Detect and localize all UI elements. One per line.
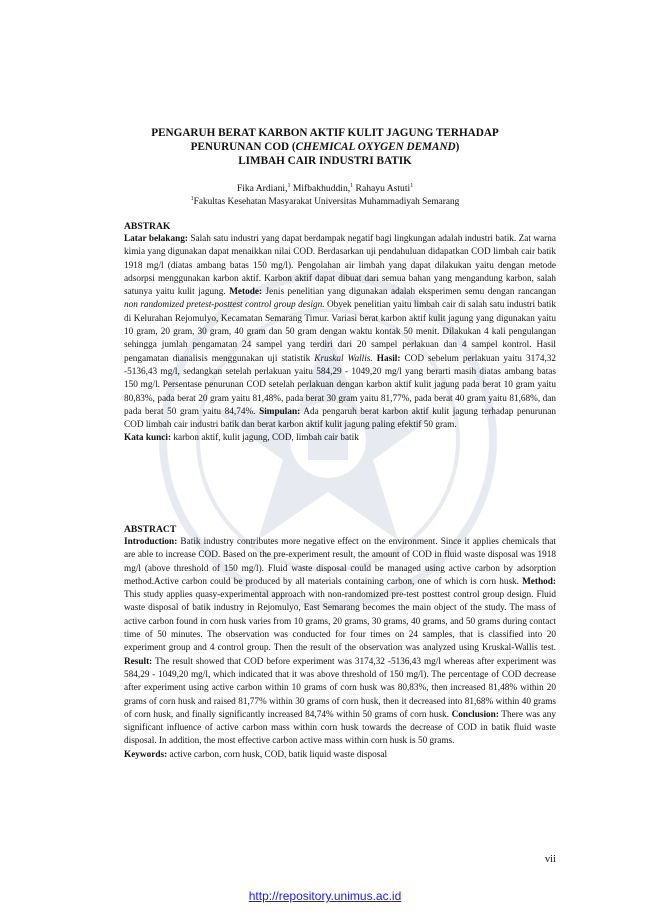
abstrak-heading: ABSTRAK [124, 221, 171, 232]
paper-title: PENGARUH BERAT KARBON AKTIF KULIT JAGUNG… [100, 126, 550, 168]
kata-kunci-text: karbon aktif, kulit jagung, COD, limbah … [171, 433, 359, 444]
metode-text-1: Jenis penelitian yang digunakan adalah e… [262, 287, 557, 298]
title-line-2-post: ) [455, 141, 460, 153]
abstract-section: ABSTRACT Introduction: Batik industry co… [124, 523, 556, 762]
title-line-3: LIMBAH CAIR INDUSTRI BATIK [238, 155, 412, 167]
abstract-heading: ABSTRACT [124, 524, 177, 535]
author-list: Fika Ardiani,1 Mifbakhuddin,1 Rahayu Ast… [100, 182, 550, 195]
conclusion-label: Conclusion: [448, 709, 499, 720]
abstrak-body: Latar belakang: Salah satu industri yang… [124, 233, 556, 432]
conclusion-text: There was any significant influence of a… [124, 709, 556, 747]
abstrak-section: ABSTRAK Latar belakang: Salah satu indus… [124, 220, 556, 446]
hasil-label: Hasil: [372, 353, 401, 364]
result-text: The result showed that COD before experi… [124, 656, 556, 720]
metode-design-italic: non randomized pretest-posttest control … [124, 300, 325, 311]
author-1: Fika Ardiani, [236, 183, 288, 194]
kata-kunci: Kata kunci: karbon aktif, kulit jagung, … [124, 432, 556, 445]
keywords-label: Keywords: [124, 749, 168, 760]
abstract-body: Introduction: Batik industry contributes… [124, 536, 556, 749]
introduction-label: Introduction: [124, 537, 178, 547]
affiliation: 1Fakultas Kesehatan Masyarakat Universit… [100, 196, 550, 209]
introduction-text: Batik industry contributes more negative… [124, 537, 556, 587]
affiliation-text: Fakultas Kesehatan Masyarakat Universita… [193, 197, 460, 207]
metode-text-2: Obyek penelitian yaitu limbah cair di sa… [124, 300, 556, 364]
hasil-text: COD sebelum perlakuan yaitu 3174,32 -513… [124, 353, 557, 417]
simpulan-text: Ada pengaruh berat karbon aktif kulit ja… [124, 406, 556, 431]
kata-kunci-label: Kata kunci: [124, 433, 172, 444]
result-label: Result: [124, 656, 153, 667]
keywords-text: active carbon, corn husk, COD, batik liq… [167, 749, 388, 760]
page-number: vii [544, 854, 556, 865]
metode-test-italic: Kruskal Wallis. [314, 353, 373, 364]
latar-text: Salah satu industri yang dapat berdampak… [124, 234, 556, 298]
keywords: Keywords: active carbon, corn husk, COD,… [124, 749, 556, 762]
title-line-2-italic: CHEMICAL OXYGEN DEMAND [295, 141, 456, 153]
simpulan-label: Simpulan: [255, 406, 301, 417]
method-label: Method: [518, 576, 556, 587]
affiliation-sup: 1 [190, 195, 194, 202]
repository-link[interactable]: http://repository.unimus.ac.id [248, 889, 402, 903]
author-2: Mifbakhuddin, [290, 183, 351, 194]
latar-label: Latar belakang: [124, 234, 188, 244]
method-text: This study applies quasy-experimental ap… [124, 590, 556, 654]
author-3-sup: 1 [410, 182, 414, 189]
title-line-2-pre: PENURUNAN COD ( [190, 141, 296, 153]
author-1-sup: 1 [287, 182, 291, 189]
title-line-1: PENGARUH BERAT KARBON AKTIF KULIT JAGUNG… [151, 127, 499, 139]
author-3: Rahayu Astuti [353, 183, 411, 194]
metode-label: Metode: [229, 287, 263, 298]
author-2-sup: 1 [350, 182, 354, 189]
